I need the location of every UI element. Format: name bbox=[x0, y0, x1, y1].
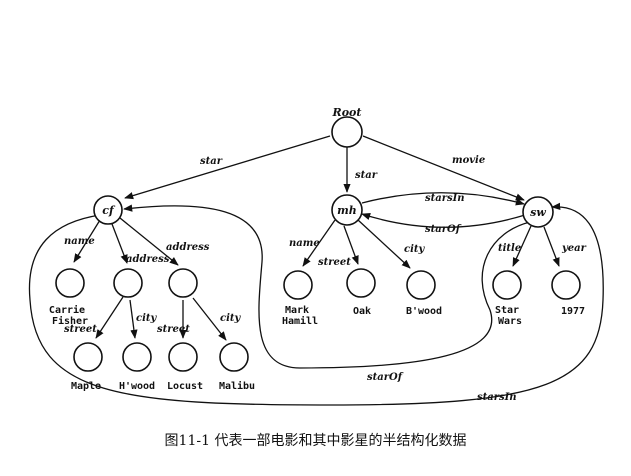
edge-label-sw-title: title bbox=[498, 243, 521, 254]
leaf-carrie-fisher: Carrie Fisher bbox=[49, 304, 91, 327]
node-cf-address1 bbox=[113, 268, 143, 298]
node-label-mh: mh bbox=[337, 204, 357, 217]
edge-mh-city bbox=[357, 219, 411, 269]
edge-label-movie: movie bbox=[452, 155, 485, 166]
node-mh bbox=[331, 194, 363, 226]
node-cf-name bbox=[55, 268, 85, 298]
edge-sw-title bbox=[512, 225, 532, 267]
edge-root-cf bbox=[124, 135, 331, 200]
leaf-mark-line2: Hamill bbox=[282, 315, 318, 327]
leaf-starwars-line1: Star bbox=[495, 305, 519, 316]
leaf-starwars-line2: Wars bbox=[498, 316, 522, 327]
edge-label-mh-street: street bbox=[318, 257, 351, 268]
edge-mh-name bbox=[302, 219, 336, 267]
edge-label-mh-city: city bbox=[404, 244, 426, 255]
edge-label-star-mh: star bbox=[355, 170, 378, 181]
node-sw-year bbox=[551, 270, 581, 300]
edge-cf-name bbox=[73, 219, 101, 263]
node-hwood bbox=[122, 342, 152, 372]
edge-sw-mh-starOf bbox=[361, 213, 526, 228]
edge-a1-city bbox=[129, 299, 138, 339]
node-mh-street bbox=[346, 268, 376, 298]
node-cf bbox=[93, 195, 123, 225]
edge-label-starsIn: starsIn bbox=[425, 193, 465, 204]
leaf-carrie-line1: Carrie bbox=[49, 304, 85, 316]
leaf-carrie-line2: Fisher bbox=[52, 315, 88, 327]
node-locust bbox=[168, 342, 198, 372]
edge-label-star: star bbox=[200, 156, 223, 167]
leaf-mark-hamill: Mark Hamill bbox=[282, 305, 318, 327]
node-sw bbox=[522, 196, 554, 228]
edge-label-cf-address2: address bbox=[166, 242, 210, 253]
leaf-year-1977: 1977 bbox=[561, 306, 585, 317]
leaf-malibu: Malibu bbox=[219, 380, 255, 392]
node-mh-city bbox=[406, 270, 436, 300]
leaf-oak: Oak bbox=[353, 306, 371, 317]
edge-mh-street bbox=[343, 225, 359, 265]
edge-mh-sw-starsIn bbox=[361, 192, 525, 206]
leaf-locust: Locust bbox=[167, 381, 203, 392]
edge-cf-sw-starsIn-loop bbox=[28, 202, 604, 406]
edge-label-cf-name: name bbox=[64, 236, 95, 247]
node-sw-title bbox=[492, 270, 522, 300]
edge-label-starsIn-bottom: starsIn bbox=[477, 392, 517, 403]
node-cf-address2 bbox=[168, 268, 198, 298]
edge-label-a1-city: city bbox=[136, 313, 158, 324]
edge-label-a2-street: street bbox=[157, 324, 190, 335]
edge-cf-address1 bbox=[111, 223, 128, 264]
edge-label-a1-street: street bbox=[64, 324, 97, 335]
node-label-cf: cf bbox=[102, 204, 116, 217]
leaf-maple: Maple bbox=[71, 381, 101, 392]
leaf-star-wars: Star Wars bbox=[495, 305, 525, 327]
edge-sw-cf-starOf-loop bbox=[123, 204, 531, 369]
node-label-root: Root bbox=[332, 106, 362, 119]
leaf-bwood: B'wood bbox=[406, 306, 442, 317]
edge-label-sw-year: year bbox=[561, 243, 587, 254]
leaf-mark-line1: Mark bbox=[285, 305, 309, 316]
edge-a2-city bbox=[192, 297, 227, 341]
node-label-sw: sw bbox=[530, 206, 546, 219]
figure-caption: 图11-1 代表一部电影和其中影星的半结构化数据 bbox=[164, 433, 467, 449]
edge-sw-year bbox=[543, 226, 560, 267]
edge-root-sw bbox=[362, 135, 525, 201]
edge-a1-street bbox=[95, 296, 124, 339]
leaf-hwood: H'wood bbox=[119, 381, 155, 392]
node-root bbox=[331, 116, 363, 148]
edge-cf-address2 bbox=[119, 217, 179, 266]
edge-label-starOf-bottom: starOf bbox=[367, 372, 404, 383]
edge-label-mh-name: name bbox=[289, 238, 320, 249]
edge-label-a2-city: city bbox=[220, 313, 242, 324]
edge-label-cf-address1: address bbox=[126, 254, 170, 265]
node-malibu bbox=[219, 342, 249, 372]
node-mh-name bbox=[283, 270, 313, 300]
node-maple bbox=[73, 342, 103, 372]
edge-label-starOf: starOf bbox=[425, 224, 462, 235]
